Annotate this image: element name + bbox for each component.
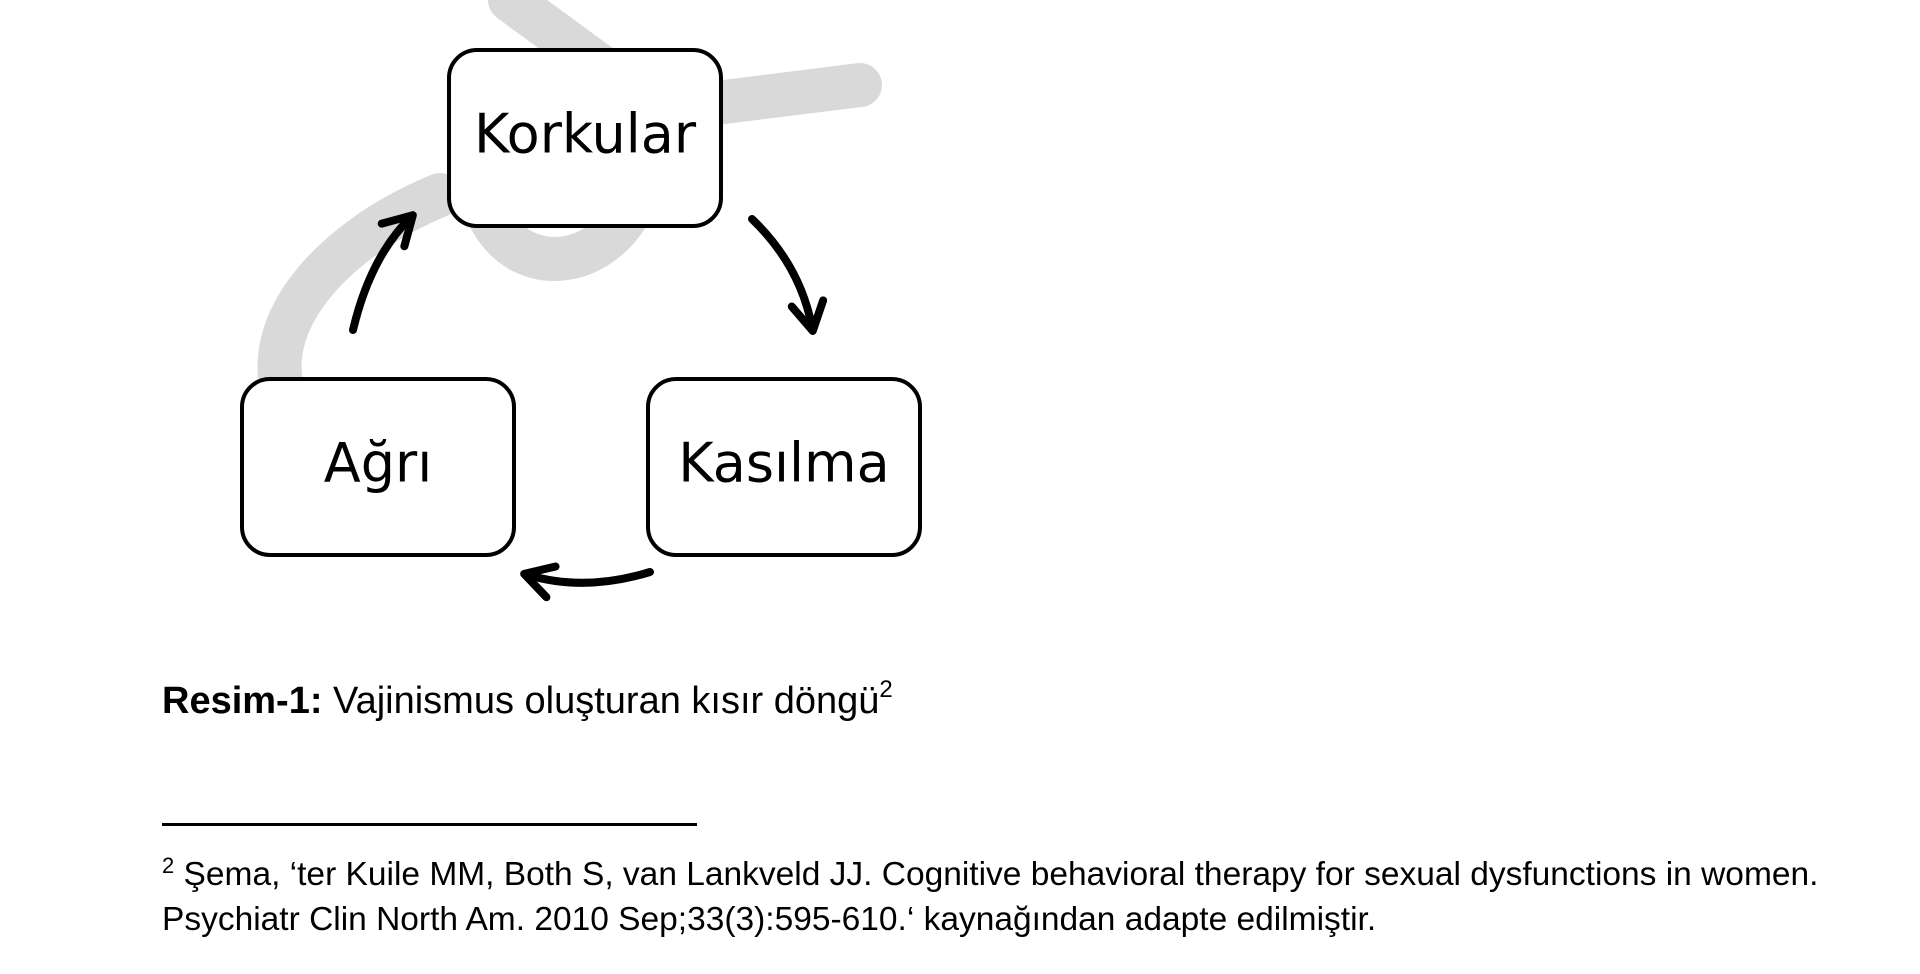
footnote-marker: 2 <box>162 853 175 878</box>
arrow-agri-to-korkular <box>349 211 417 334</box>
arrow-korkular-to-kasilma <box>748 215 828 335</box>
caption-reference: 2 <box>879 676 893 703</box>
node-korkular: Korkular <box>447 48 723 228</box>
caption-text: Vajinismus oluşturan kısır döngü <box>322 680 880 722</box>
node-agri: Ağrı <box>240 377 516 557</box>
caption-label: Resim-1: <box>162 680 323 722</box>
footnote: 2 Şema, ‘ter Kuile MM, Both S, van Lankv… <box>162 852 1902 942</box>
footnote-separator <box>162 823 697 826</box>
arrow-kasilma-to-agri <box>520 562 654 602</box>
node-korkular-label: Korkular <box>474 103 697 166</box>
node-kasilma-label: Kasılma <box>678 432 889 495</box>
figure-caption: Resim-1: Vajinismus oluşturan kısır döng… <box>162 678 893 724</box>
node-kasilma: Kasılma <box>646 377 922 557</box>
footnote-text: Şema, ‘ter Kuile MM, Both S, van Lankvel… <box>162 856 1819 938</box>
node-agri-label: Ağrı <box>324 432 432 495</box>
